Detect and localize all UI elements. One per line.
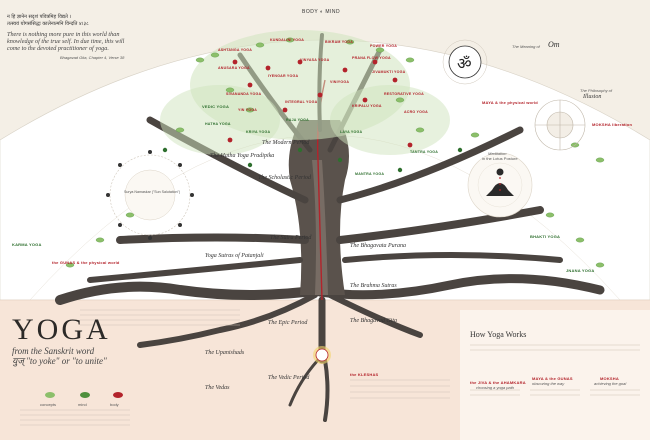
period-sutra: The Sutra Period — [270, 235, 312, 241]
branch-power: POWER YOGA — [370, 44, 398, 48]
quote-line3: come to the devoted practitioner of yoga… — [7, 45, 109, 52]
moksha-label: MOKSHA liberation — [592, 122, 633, 127]
green-pins — [162, 147, 463, 173]
leaf-legend-concepts: concepts — [40, 402, 57, 407]
text-yoga-sutras: Yoga Sutras of Patanjali — [205, 253, 264, 259]
illusion-word: Illusion — [583, 94, 602, 100]
branch-sivananda: SIVANANDA YOGA — [226, 92, 262, 96]
text-upanishads: The Upanishads — [205, 350, 245, 356]
maya-gunas-heading: MAYA & the GUNAS — [532, 376, 573, 381]
how-yoga-works-title: How Yoga Works — [470, 330, 527, 339]
legend-leaves — [45, 392, 123, 398]
poster-title: YOGA — [12, 313, 111, 346]
text-bhagavad-gita: The Bhagavad Gita — [350, 318, 397, 324]
sanskrit-verse-line1: न हि ज्ञानेन सदृशं पवित्रमिह विद्यते । — [7, 14, 72, 20]
branch-laya: LAYA YOGA — [340, 130, 363, 134]
om-circle — [442, 39, 488, 85]
bhakti-yoga-label: BHAKTI YOGA — [530, 234, 561, 239]
red-blossoms — [227, 59, 413, 148]
moksha-heading: MOKSHA — [600, 376, 619, 381]
canopy — [160, 30, 450, 155]
kleshas-heading: the KLESHAS — [350, 372, 379, 377]
text-vedas: The Vedas — [205, 385, 230, 391]
branch-iyengar: IYENGAR YOGA — [268, 74, 299, 78]
branch-anusara: ANUSARA YOGA — [218, 66, 250, 70]
title-subtitle-line2: युज् "to yoke" or "to unite" — [12, 356, 107, 366]
quote-attribution: Bhagavad Gita, Chapter 4, Verse 38 — [60, 55, 125, 60]
meditation-title: Meditation — [488, 151, 507, 156]
meditation-figure — [467, 152, 533, 218]
branch-restorative: RESTORATIVE YOGA — [384, 92, 424, 96]
branch-prana-flow: PRANA FLOW YOGA — [352, 56, 391, 60]
branch-viniyoga: VINIYOGA — [330, 80, 350, 84]
quote-line1: There is nothing more pure in this world… — [7, 31, 120, 38]
branch-vinyasa: VINYASA YOGA — [300, 58, 330, 62]
asanas-label: Surya Namaskar ("Sun Salutation") — [124, 190, 181, 194]
illusion-title: The Philosophy of — [580, 88, 613, 93]
branch-kripalu: KRIPALU YOGA — [352, 104, 382, 108]
period-scholastic: The Scholastic Period — [258, 175, 311, 181]
leaf-legend-body: body — [110, 402, 119, 407]
obscuring-way: obscuring the way — [532, 381, 565, 386]
branch-yin: YIN YOGA — [238, 108, 258, 112]
om-title: The Meaning of — [512, 44, 540, 49]
period-modern: The Modern Period — [262, 140, 310, 146]
paragraph-lines — [20, 309, 640, 426]
body-mind-label: BODY ◐ MIND — [302, 9, 341, 15]
jnana-yoga-label: JNANA YOGA — [566, 268, 595, 273]
meditation-sub: in the Lotus Posture — [482, 156, 518, 161]
vedic-yoga-label: VEDIC YOGA — [202, 104, 230, 109]
text-hatha-pradipika: The Hatha Yoga Pradipika — [210, 153, 275, 159]
branch-mantra: MANTRA YOGA — [355, 172, 385, 176]
karma-yoga-label: KARMA YOGA — [12, 242, 42, 247]
branch-jivamukti: JIVAMUKTI YOGA — [372, 70, 406, 74]
branch-kriya: KRIYA YOGA — [246, 130, 271, 134]
branch-acro: ACRO YOGA — [404, 110, 428, 114]
illusion-diagram — [534, 99, 586, 151]
quote-line2: knowledge of the true self. In due time,… — [7, 38, 125, 45]
branch-ashtanga: ASHTANGA YOGA — [218, 48, 253, 52]
period-epic: The Epic Period — [268, 320, 308, 326]
sanskrit-verse-line2: तत्स्वयं योगसंसिद्धः कालेनात्मनि विन्दति… — [7, 21, 89, 27]
branch-integral: INTEGRAL YOGA — [285, 100, 318, 104]
om-symbol-icon: ॐ — [457, 54, 472, 73]
text-bhagavata-purana: The Bhagavata Purana — [350, 243, 406, 249]
choosing-path: choosing a yoga path — [476, 385, 515, 390]
root-seed — [313, 346, 331, 364]
gunas-label: the GUNAS & the physical world — [52, 260, 120, 265]
asanas-wheel — [106, 150, 194, 240]
branch-bikram: BIKRAM YOGA — [325, 40, 354, 44]
bottom-panel-right — [460, 310, 650, 440]
tree-roots — [55, 274, 605, 422]
branch-tantra: TANTRA YOGA — [410, 150, 439, 154]
branch-raja: RAJA YOGA — [286, 118, 309, 122]
title-subtitle-line1: from the Sanskrit word — [12, 346, 95, 356]
jiva-ahamkara-heading: the JIVA & the AHAMKARA — [470, 380, 526, 385]
period-vedic: The Vedic Period — [268, 375, 310, 381]
text-brahma-sutras: The Brahma Sutras — [350, 283, 397, 289]
om-word: Om — [548, 40, 560, 49]
achieving-goal: achieving the goal — [594, 381, 627, 386]
leaf-legend-mind: mind — [78, 402, 87, 407]
maya-label: MAYA & the physical world — [482, 100, 538, 105]
branch-hatha: HATHA YOGA — [205, 122, 231, 126]
branch-kundalini: KUNDALINI YOGA — [270, 38, 305, 42]
